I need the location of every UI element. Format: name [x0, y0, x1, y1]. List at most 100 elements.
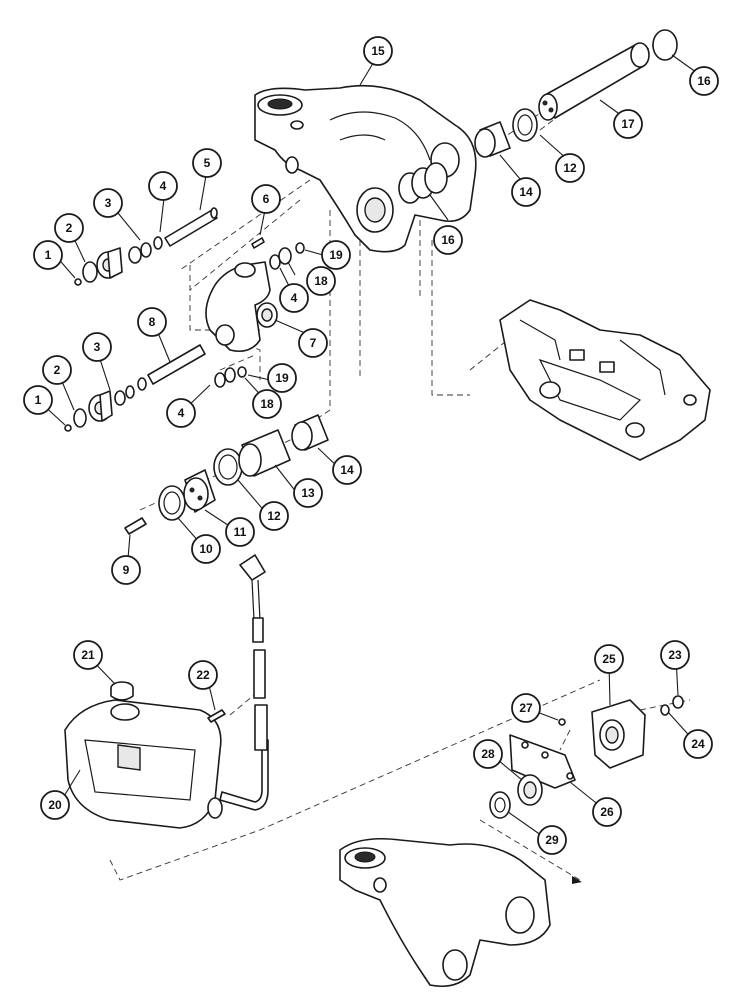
- lift-arm-reference-view: [339, 837, 551, 988]
- svg-text:16: 16: [697, 74, 711, 88]
- screw-27: [558, 718, 566, 726]
- callout-6: 6: [251, 184, 281, 214]
- upper-pin-assembly: [74, 207, 218, 286]
- svg-text:17: 17: [621, 117, 635, 131]
- callout-4-upper: 4: [148, 171, 178, 201]
- sensor-25: [591, 699, 646, 769]
- callout-22: 22: [188, 660, 218, 690]
- washer-24: [660, 704, 670, 716]
- svg-text:15: 15: [371, 44, 385, 58]
- callout-7: 7: [298, 328, 328, 358]
- callout-12: 12: [555, 153, 585, 183]
- washer-12-top: [512, 108, 538, 142]
- seal-ring-16-top: [652, 29, 678, 61]
- lever-7-assembly: [205, 242, 305, 353]
- svg-text:25: 25: [602, 652, 616, 666]
- nut-23: [672, 695, 684, 709]
- svg-text:18: 18: [260, 397, 274, 411]
- svg-text:29: 29: [545, 833, 559, 847]
- svg-text:1: 1: [35, 393, 42, 407]
- svg-text:14: 14: [340, 463, 354, 477]
- sleeve-stack: [124, 414, 329, 535]
- callout-20: 20: [40, 790, 70, 820]
- roll-pin-6: [251, 237, 265, 249]
- screw-22: [207, 709, 226, 723]
- callout-4-middle: 4: [279, 283, 309, 313]
- svg-text:19: 19: [329, 248, 343, 262]
- callout-19-upper: 19: [321, 240, 351, 270]
- svg-text:26: 26: [600, 805, 614, 819]
- callout-19-lower: 19: [267, 363, 297, 393]
- spacer-29: [489, 791, 511, 819]
- svg-text:1: 1: [45, 248, 52, 262]
- direction-arrow: [572, 876, 582, 884]
- callout-23: 23: [660, 640, 690, 670]
- svg-text:7: 7: [310, 336, 317, 350]
- callout-25: 25: [594, 644, 624, 674]
- callout-21: 21: [73, 640, 103, 670]
- callout-28: 28: [473, 739, 503, 769]
- callout-18-lower: 18: [252, 389, 282, 419]
- callout-9: 9: [111, 555, 141, 585]
- svg-text:5: 5: [204, 156, 211, 170]
- svg-text:2: 2: [66, 221, 73, 235]
- callout-16-housing: 16: [433, 225, 463, 255]
- callout-14: 14: [511, 177, 541, 207]
- lift-arm-housing-15: [254, 84, 477, 253]
- callout-10: 10: [191, 534, 221, 564]
- callout-27: 27: [511, 693, 541, 723]
- svg-text:4: 4: [178, 406, 185, 420]
- callout-3-lower: 3: [82, 332, 112, 362]
- svg-text:8: 8: [149, 315, 156, 329]
- svg-text:3: 3: [94, 340, 101, 354]
- callout-1-lower: 1: [23, 385, 53, 415]
- svg-text:2: 2: [54, 363, 61, 377]
- lower-pin-assembly: [64, 344, 247, 432]
- svg-text:16: 16: [441, 233, 455, 247]
- svg-text:28: 28: [481, 747, 495, 761]
- callout-3-upper: 3: [93, 188, 123, 218]
- svg-text:10: 10: [199, 542, 213, 556]
- svg-text:14: 14: [519, 185, 533, 199]
- svg-text:6: 6: [263, 192, 270, 206]
- svg-text:9: 9: [123, 563, 130, 577]
- callout-2-upper: 2: [54, 213, 84, 243]
- svg-text:20: 20: [48, 798, 62, 812]
- callout-15: 15: [363, 36, 393, 66]
- tractor-frame: [499, 299, 711, 461]
- callout-1-upper: 1: [33, 240, 63, 270]
- svg-text:13: 13: [301, 486, 315, 500]
- callout-24: 24: [683, 729, 713, 759]
- callout-26: 26: [592, 797, 622, 827]
- svg-text:22: 22: [196, 668, 210, 682]
- bearing-28: [517, 774, 543, 806]
- seal-rings-16-housing: [398, 162, 448, 204]
- callout-8: 8: [137, 307, 167, 337]
- svg-text:19: 19: [275, 371, 289, 385]
- svg-text:4: 4: [291, 291, 298, 305]
- cable-assembly: [239, 554, 268, 751]
- svg-text:27: 27: [519, 701, 533, 715]
- callout-16: 16: [689, 66, 719, 96]
- svg-text:12: 12: [563, 161, 577, 175]
- mounting-plate-26: [509, 734, 576, 789]
- svg-text:3: 3: [105, 196, 112, 210]
- svg-text:23: 23: [668, 648, 682, 662]
- cross-shaft-17: [538, 42, 650, 121]
- svg-text:24: 24: [691, 737, 705, 751]
- callout-11: 11: [225, 517, 255, 547]
- callout-2-lower: 2: [42, 355, 72, 385]
- svg-text:4: 4: [160, 179, 167, 193]
- svg-text:18: 18: [314, 274, 328, 288]
- bushing-14-top: [474, 121, 511, 158]
- callout-5: 5: [192, 148, 222, 178]
- callout-13: 13: [293, 478, 323, 508]
- plug-21: [110, 681, 134, 701]
- svg-text:11: 11: [234, 525, 247, 539]
- callout-18-upper: 18: [306, 266, 336, 296]
- callout-4-lower: 4: [166, 398, 196, 428]
- sensor-housing-20: [64, 699, 269, 829]
- callout-29: 29: [537, 825, 567, 855]
- callout-12-lower: 12: [259, 501, 289, 531]
